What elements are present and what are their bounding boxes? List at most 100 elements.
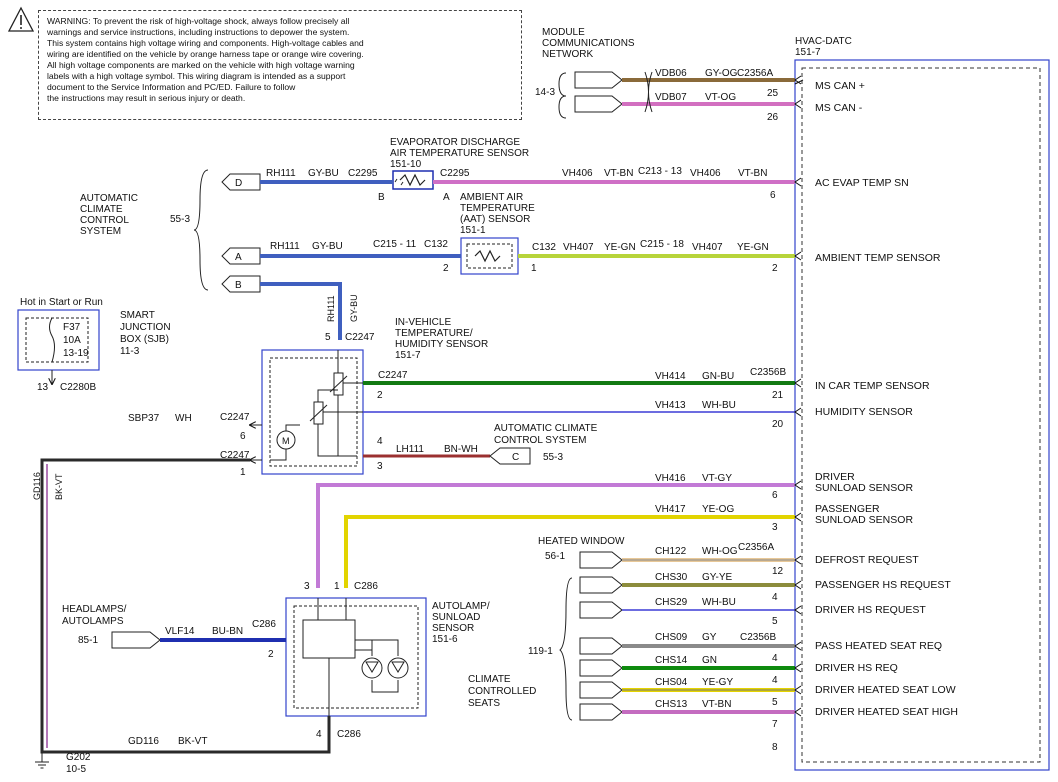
invehicle-pin-4: 4 <box>377 436 383 447</box>
pin-label-defrost: DEFROST REQUEST <box>815 554 919 566</box>
pin-4-pass-heated: 4 <box>772 653 778 664</box>
autolamp-ref: 151-6 <box>432 634 458 645</box>
pin-6-sunload: 6 <box>772 490 778 501</box>
chs30-circuit: CHS30 <box>655 572 688 583</box>
acc-connector-d <box>221 173 261 191</box>
pin-4-driver-hs-req: 4 <box>772 675 778 686</box>
network-connector-1 <box>574 71 623 89</box>
pin-12: 12 <box>772 566 784 577</box>
autolamp-pin-1: 1 <box>334 581 340 592</box>
gd116-color-vert: BK-VT <box>54 473 64 500</box>
warning-line: This system contains high voltage wiring… <box>47 38 364 48</box>
heated-window-connector <box>579 551 623 569</box>
chs13-color: VT-BN <box>702 699 731 710</box>
headlamps-title: HEADLAMPS/ <box>62 604 127 615</box>
warning-line: wiring are identified on the vehicle by … <box>47 49 364 59</box>
invehicle-title: IN-VEHICLE <box>395 317 451 328</box>
pin-label-ac-evap: AC EVAP TEMP SN <box>815 177 909 189</box>
pin-label-pass-heated: PASS HEATED SEAT REQ <box>815 640 942 652</box>
seats-ref: 119-1 <box>528 646 553 657</box>
gd116-circuit-vert: GD116 <box>32 472 42 500</box>
chs13-circuit: CHS13 <box>655 699 688 710</box>
seats-title-3: SEATS <box>468 698 500 709</box>
aat-ref: 151-1 <box>460 225 486 236</box>
rh111-color-1: GY-BU <box>308 168 339 179</box>
chs14-color: GN <box>702 655 717 666</box>
resistor-arrow <box>329 375 348 393</box>
acc-brace <box>193 169 209 291</box>
invehicle-pin-2: 2 <box>377 390 383 401</box>
pin-label-driver-seat-high: DRIVER HEATED SEAT HIGH <box>815 706 958 718</box>
pin-label-ambient: AMBIENT TEMP SENSOR <box>815 252 941 264</box>
rh111-circuit-3: RH111 <box>326 295 336 322</box>
pin-label-driver-sunload: DRIVER <box>815 471 855 483</box>
heated-window-label: HEATED WINDOW <box>538 536 625 547</box>
warning-line: To prevent the risk of high-voltage shoc… <box>92 16 350 26</box>
conn-c2356b-top: C2356B <box>750 367 786 378</box>
hvac-ref: 151-7 <box>795 47 821 58</box>
vh416-circuit: VH416 <box>655 473 686 484</box>
pin-8: 8 <box>772 742 778 753</box>
photodiode-icon <box>361 657 383 679</box>
conn-c286-top: C286 <box>354 581 378 592</box>
pin-label-driver-sunload-2: SUNLOAD SENSOR <box>815 482 913 494</box>
conn-c2247-top: C2247 <box>345 332 375 343</box>
pin-26: 26 <box>767 112 779 123</box>
chs30-color: GY-YE <box>702 572 733 583</box>
pin-21: 21 <box>772 390 784 401</box>
acc-title-4: SYSTEM <box>80 226 121 237</box>
vh417-color: YE-OG <box>702 504 734 515</box>
vh413-color: WH-BU <box>702 400 736 411</box>
invehicle-ref: 151-7 <box>395 350 421 361</box>
network-ref: 14-3 <box>535 87 555 98</box>
pin-6-evap: 6 <box>770 190 776 201</box>
pin-label-passenger-sunload-2: SUNLOAD SENSOR <box>815 514 913 526</box>
autolamp-box <box>285 597 427 717</box>
humidity-arrow <box>309 404 328 422</box>
fuse-ref: 13-19 <box>63 348 89 359</box>
chs09-color: GY <box>702 632 717 643</box>
conn-c2247-left: C2247 <box>220 412 250 423</box>
acc-title-2: CLIMATE <box>80 204 123 215</box>
network-title: MODULE <box>542 27 585 38</box>
sjb-title-3: BOX (SJB) <box>120 334 169 345</box>
pin-20: 20 <box>772 419 784 430</box>
acc-connector-a <box>221 247 261 265</box>
pin-arrow <box>794 79 804 85</box>
invehicle-pin-1: 1 <box>240 467 246 478</box>
acc-connector-c <box>489 447 531 465</box>
evap-title: EVAPORATOR DISCHARGE <box>390 137 520 148</box>
rh111-circuit-2: RH111 <box>270 241 300 252</box>
acc-title: AUTOMATIC <box>80 193 138 204</box>
chs29-circuit: CHS29 <box>655 597 688 608</box>
conn-c2356b-2: C2356B <box>740 632 776 643</box>
fuse-id: F37 <box>63 322 81 333</box>
autolamp-chip <box>302 619 356 659</box>
aat-thermistor-icon <box>474 249 501 263</box>
invehicle-pin-5: 5 <box>325 332 331 343</box>
pin-label-humidity: HUMIDITY SENSOR <box>815 406 913 418</box>
conn-c2280b: C2280B <box>60 382 96 393</box>
headlamps-connector <box>111 631 161 649</box>
sjb-inner <box>25 317 89 363</box>
conn-c213: C213 - 13 <box>638 166 682 177</box>
acc-conn-b-label: B <box>235 280 242 291</box>
pin-label-pass-hs: PASSENGER HS REQUEST <box>815 579 951 591</box>
autolamp-pin-2: 2 <box>268 649 274 660</box>
headlamps-ref: 85-1 <box>78 635 98 646</box>
gd116-circuit: GD116 <box>128 736 159 747</box>
pin-label-ms-can-plus: MS CAN + <box>815 80 865 92</box>
acc-c-title-2: CONTROL SYSTEM <box>494 435 586 446</box>
chs04-circuit: CHS04 <box>655 677 688 688</box>
chs29-color: WH-BU <box>702 597 736 608</box>
vh407-circuit-2: VH407 <box>692 242 723 253</box>
pin-label-driver-seat-low: DRIVER HEATED SEAT LOW <box>815 684 956 696</box>
acc-conn-c-label: C <box>512 452 519 463</box>
chs14-circuit: CHS14 <box>655 655 688 666</box>
sjb-box <box>17 309 100 371</box>
twisted-pair-2 <box>648 71 653 113</box>
pin-label-driver-hs: DRIVER HS REQUEST <box>815 604 926 616</box>
fuse-amps: 10A <box>63 335 81 346</box>
sjb-ref: 11-3 <box>120 346 140 357</box>
vh407-circuit-1: VH407 <box>563 242 594 253</box>
